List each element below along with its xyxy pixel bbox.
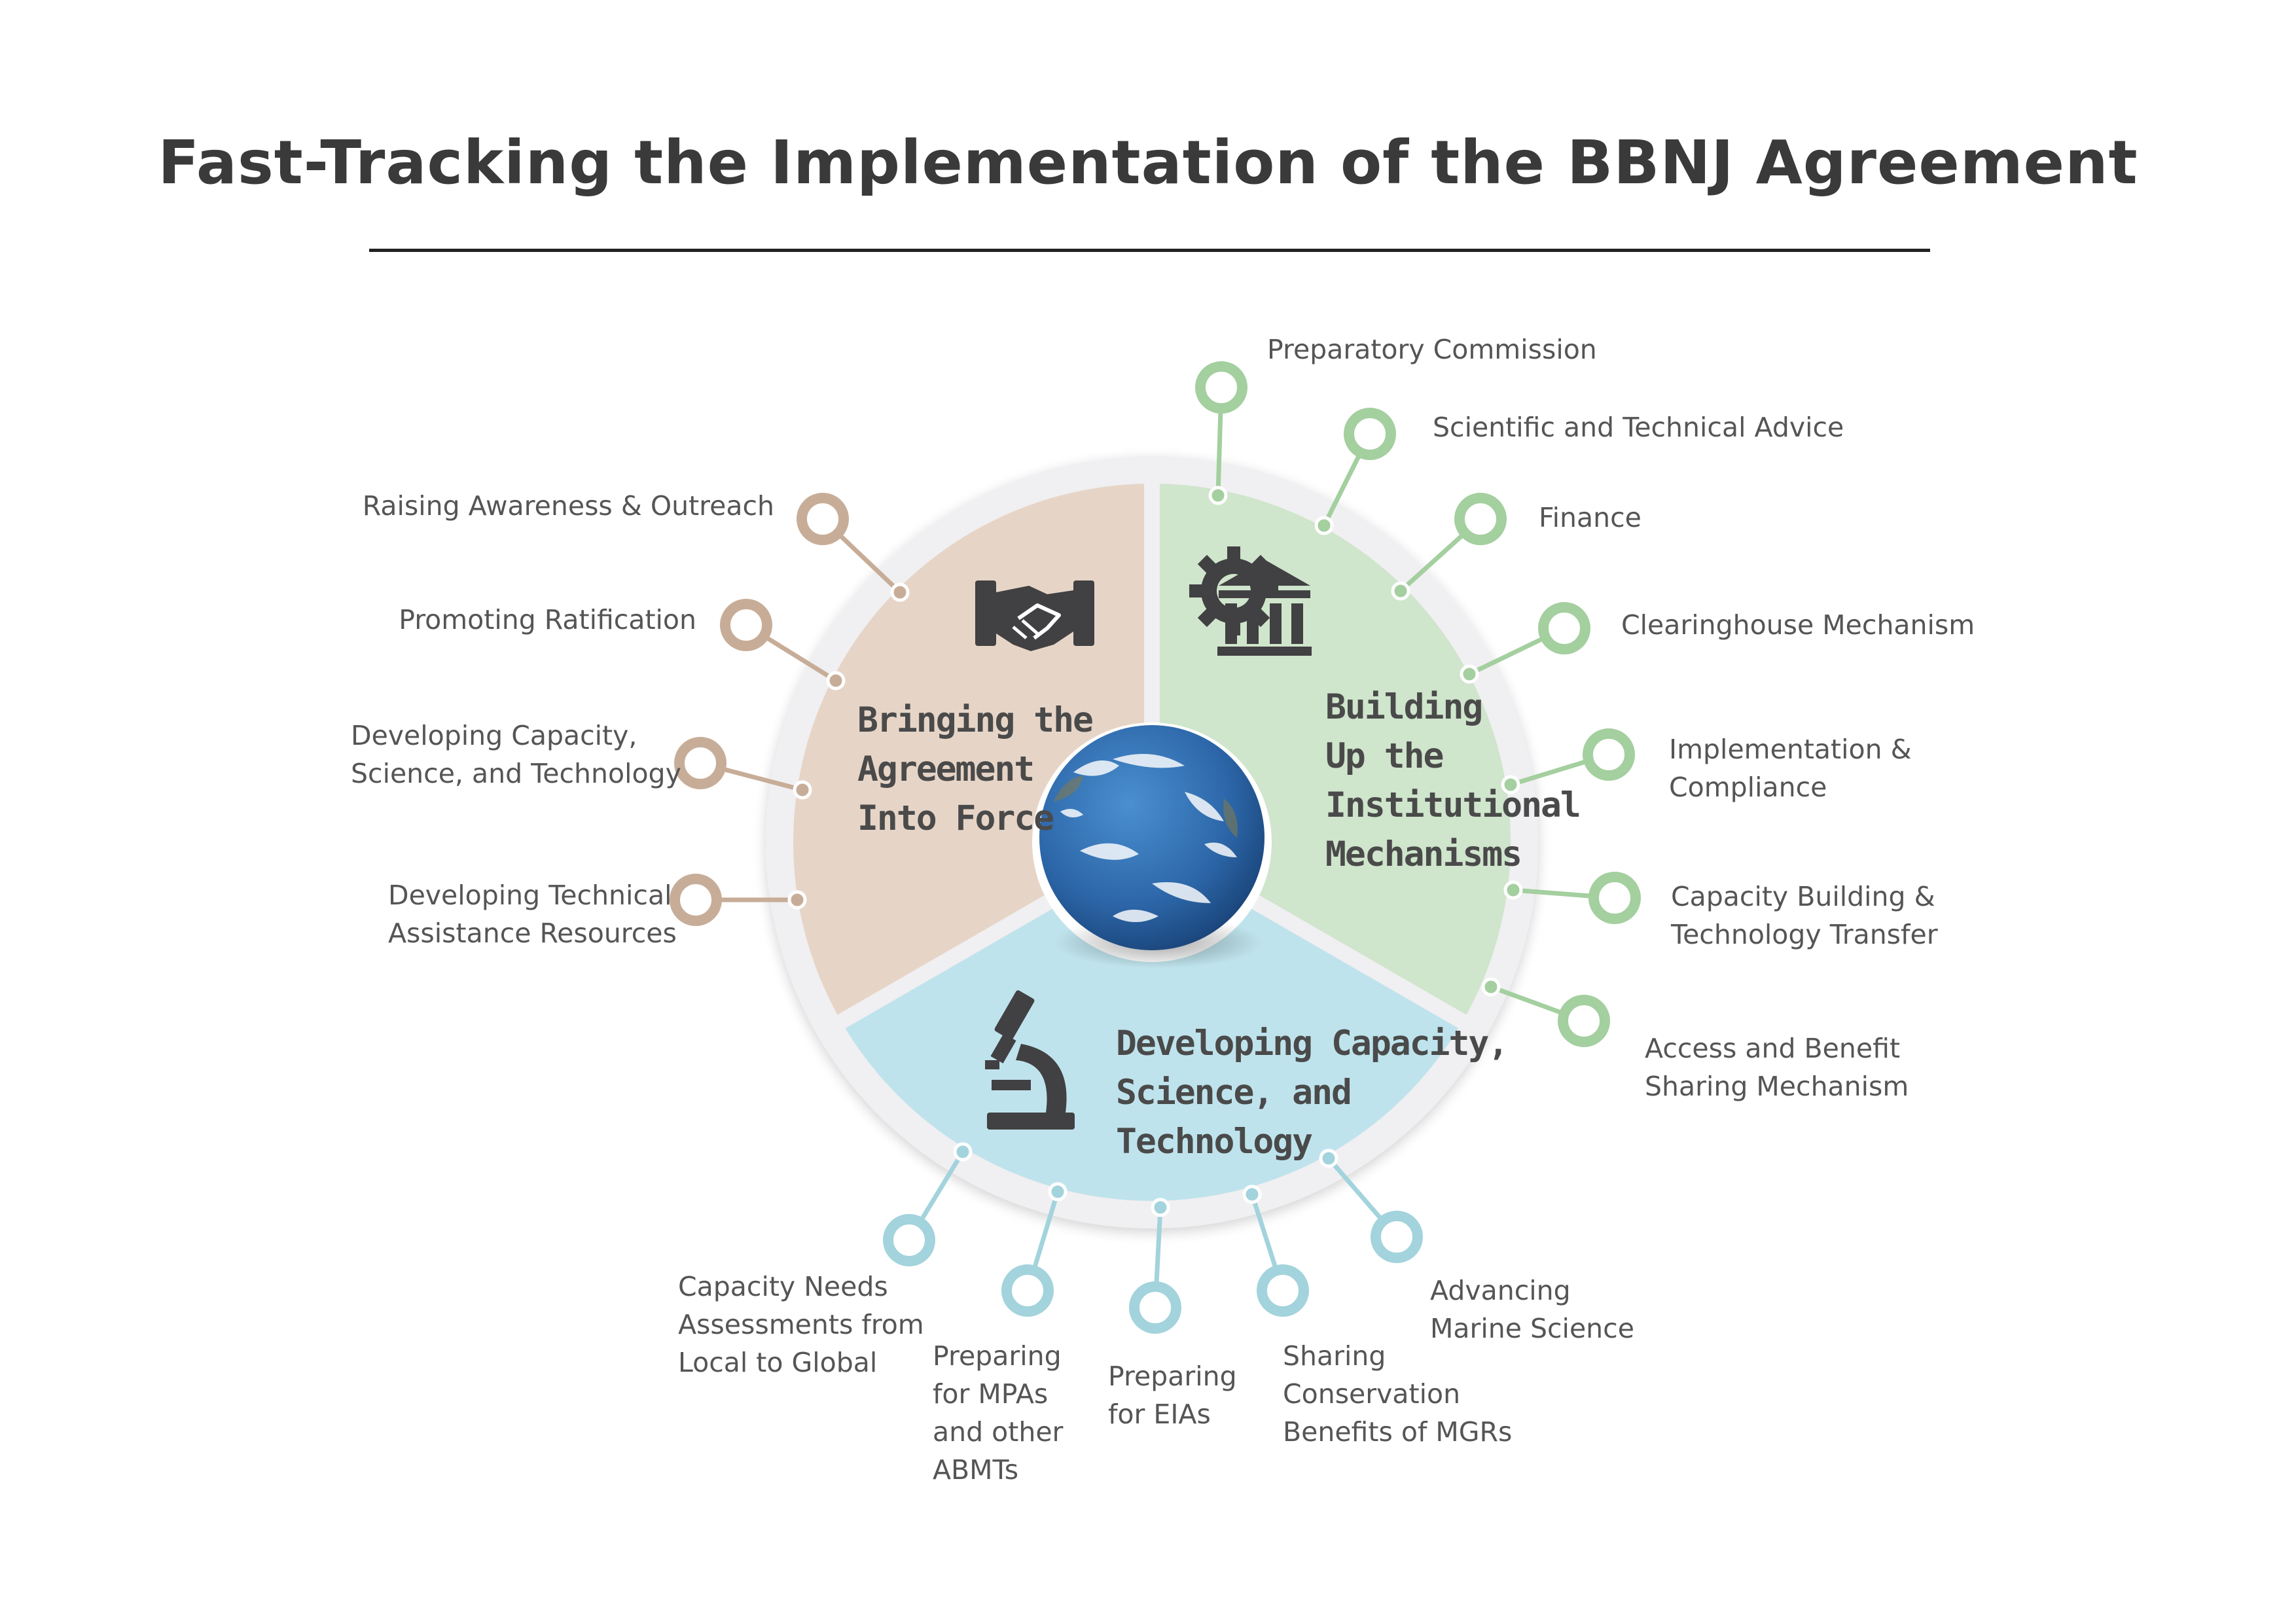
capacity-connector-marker (1242, 1185, 1309, 1317)
institution-item-implementation: Implementation & Compliance (1669, 734, 1912, 803)
title-divider (369, 249, 1930, 252)
page-title: Fast-Tracking the Implementation of the … (158, 128, 2138, 198)
earth-globe-icon (1032, 722, 1272, 969)
capacity-connector-marker (883, 1142, 973, 1266)
force-item-raising-awareness: Raising Awareness & Outreach (362, 490, 774, 522)
capacity-connector-marker (1001, 1182, 1067, 1317)
institution-item-clearinghouse: Clearinghouse Mechanism (1621, 609, 1975, 641)
institutions-connector-marker (1501, 728, 1635, 794)
capacity-item-needs-assessments: Capacity Needs Assessments from Local to… (678, 1271, 924, 1378)
capacity-connector-marker (1129, 1198, 1181, 1334)
capacity-item-eias: Preparing for EIAs (1108, 1361, 1237, 1430)
item-connectors (670, 361, 1641, 1334)
institution-item-finance: Finance (1539, 502, 1641, 533)
institution-item-access-benefit: Access and Benefit Sharing Mechanism (1645, 1033, 1909, 1102)
institution-item-scientific-advice: Scientific and Technical Advice (1433, 412, 1844, 443)
handshake-icon (975, 580, 1094, 651)
capacity-item-marine-science: Advancing Marine Science (1430, 1275, 1634, 1344)
institutions-connector-marker (1195, 361, 1247, 505)
institutions-connector-marker (1460, 602, 1590, 684)
institutions-connector-marker (1314, 408, 1396, 535)
force-connector-marker (670, 874, 807, 926)
institution-item-capacity-building: Capacity Building & Technology Transfer (1671, 881, 1938, 950)
force-item-technical-assistance: Developing Technical Assistance Resource… (388, 880, 677, 949)
force-item-developing-capacity: Developing Capacity, Science, and Techno… (351, 720, 681, 789)
institutions-connector-marker (1503, 872, 1641, 924)
institution-item-preparatory-commission: Preparatory Commission (1267, 334, 1597, 365)
segment-title-capacity: Developing Capacity, Science, and Techno… (1116, 1024, 1509, 1162)
force-connector-marker (674, 737, 812, 800)
capacity-connector-marker (1319, 1149, 1423, 1263)
force-connector-marker (720, 599, 846, 690)
force-item-promoting-ratification: Promoting Ratification (399, 604, 696, 635)
segment-title-force: Bringing the Agreement Into Force (857, 700, 1094, 838)
force-connector-marker (797, 493, 910, 602)
institutions-connector-marker (1391, 493, 1507, 601)
institutions-connector-marker (1481, 977, 1610, 1047)
capacity-item-mpas: Preparing for MPAs and other ABMTs (933, 1340, 1064, 1486)
microscope-icon (985, 990, 1075, 1130)
segment-title-institutions: Building Up the Institutional Mechanisms (1325, 687, 1581, 874)
capacity-item-mgrs: Sharing Conservation Benefits of MGRs (1283, 1340, 1513, 1448)
